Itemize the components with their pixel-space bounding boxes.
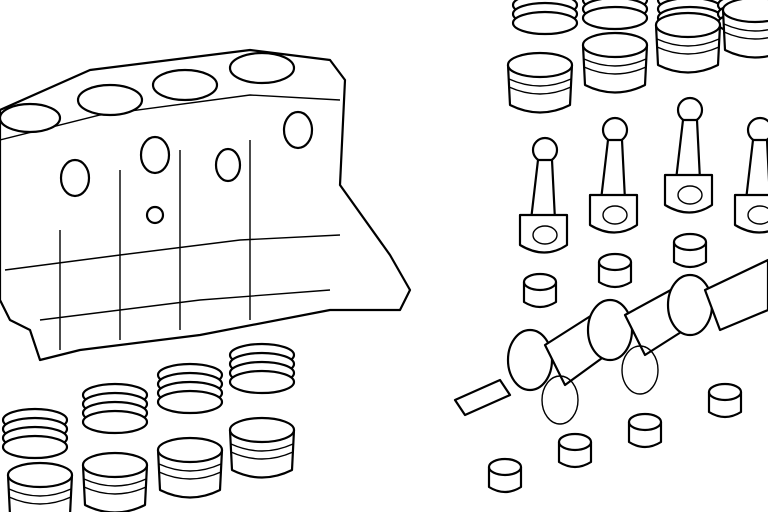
bearing-shell: [707, 382, 743, 419]
bearing-shell: [487, 457, 523, 494]
piston: [721, 0, 768, 59]
piston: [506, 51, 574, 114]
piston: [654, 11, 722, 74]
piston: [581, 31, 649, 94]
piston-ring-set: [156, 362, 224, 415]
connecting-rod: [663, 96, 714, 214]
cylinder-block: [0, 48, 412, 362]
piston-ring-set: [1, 407, 69, 460]
piston: [156, 436, 224, 499]
piston: [228, 416, 296, 479]
piston-ring-set: [81, 382, 149, 435]
bearing-shell: [672, 232, 708, 269]
connecting-rod: [518, 136, 569, 254]
bearing-shell: [522, 272, 558, 309]
bearing-shell: [557, 432, 593, 469]
piston: [81, 451, 149, 512]
piston: [6, 461, 74, 512]
bearing-shell: [627, 412, 663, 449]
piston-ring-set: [511, 0, 579, 36]
connecting-rod: [733, 116, 768, 234]
connecting-rods: [518, 96, 768, 254]
bearing-shell: [597, 252, 633, 289]
connecting-rod: [588, 116, 639, 234]
piston-ring-set: [581, 0, 649, 31]
piston-ring-set: [228, 342, 296, 395]
pistons: [6, 0, 768, 512]
bearings: [487, 232, 743, 494]
crankshaft: [453, 258, 768, 425]
